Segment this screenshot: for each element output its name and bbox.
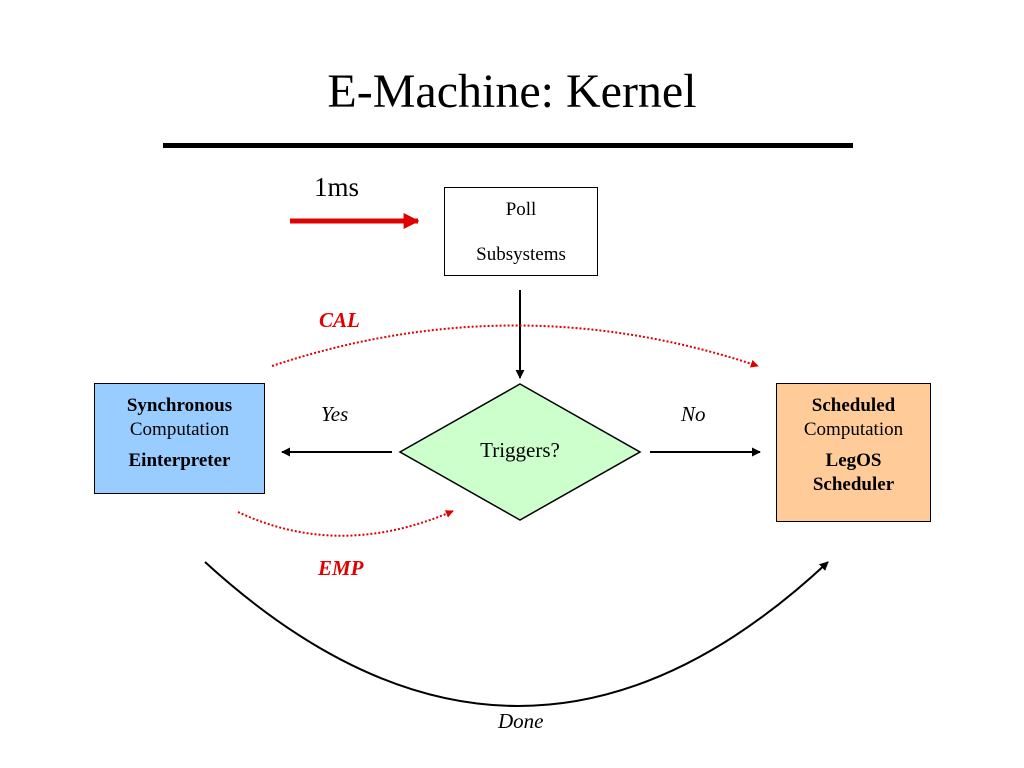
yes-label: Yes bbox=[321, 402, 349, 426]
subsystems-label: Subsystems bbox=[476, 244, 566, 265]
poll-label: Poll bbox=[505, 199, 537, 220]
sched-heading: Scheduled bbox=[811, 395, 896, 416]
triggers-decision-diamond bbox=[398, 383, 642, 521]
sched-engine-line1: LegOS bbox=[825, 450, 882, 471]
poll-subsystems-box: Poll Subsystems bbox=[444, 187, 598, 276]
triggers-label: Triggers? bbox=[480, 438, 560, 462]
sched-engine-line2: Scheduler bbox=[812, 474, 895, 495]
scheduled-computation-box: Scheduled Computation LegOS Scheduler bbox=[776, 383, 931, 522]
cal-label: CAL bbox=[319, 308, 360, 332]
done-label: Done bbox=[498, 709, 544, 733]
sync-engine: Einterpreter bbox=[128, 450, 231, 471]
interval-label: 1ms bbox=[314, 172, 360, 202]
slide-title: E-Machine: Kernel bbox=[327, 65, 697, 118]
emp-curve-arrow bbox=[237, 510, 454, 537]
title-underline bbox=[163, 143, 853, 148]
no-label: No bbox=[681, 402, 706, 426]
done-curve-arrow bbox=[204, 561, 829, 707]
sync-heading: Synchronous bbox=[126, 395, 233, 416]
cal-curve-arrow bbox=[271, 324, 759, 368]
emp-label: EMP bbox=[318, 556, 364, 580]
synchronous-computation-box: Synchronous Computation Einterpreter bbox=[94, 383, 265, 494]
sync-subheading: Computation bbox=[129, 419, 230, 440]
sched-subheading: Computation bbox=[803, 419, 904, 440]
